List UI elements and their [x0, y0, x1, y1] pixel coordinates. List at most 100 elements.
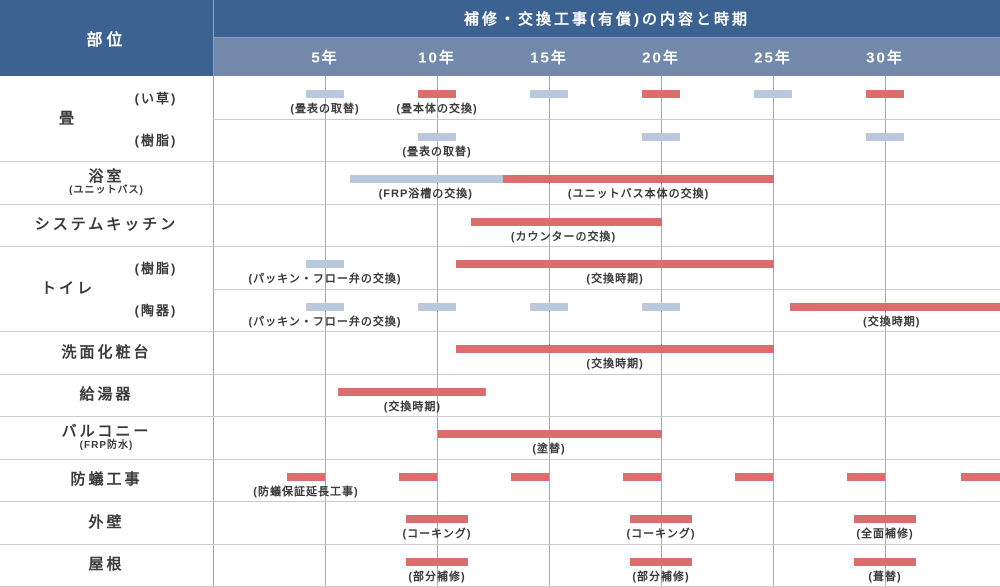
- bar-note: (交換時期): [863, 315, 921, 328]
- row-label-text: システムキッチン: [34, 216, 179, 234]
- row-divider: [0, 161, 1000, 162]
- bar-note: (コーキング): [626, 528, 696, 540]
- row-divider: [213, 118, 1000, 120]
- gantt-bar: [405, 557, 469, 566]
- gantt-bar: [734, 472, 773, 481]
- row-label: 浴室(ユニットバス): [0, 161, 213, 204]
- gantt-bar: [398, 472, 437, 481]
- part-column-header: 部位: [0, 0, 213, 76]
- gantt-bar: [305, 302, 345, 311]
- row-label: 屋根: [0, 544, 213, 587]
- row-sub-label-text: (樹脂): [134, 260, 178, 276]
- chart-title: 補修・交換工事(有償)の内容と時期: [464, 11, 750, 28]
- gantt-bar: [338, 387, 487, 396]
- gantt-bar: [417, 132, 457, 141]
- year-tick-label: 10年: [418, 49, 456, 67]
- gantt-bar: [470, 217, 663, 226]
- gantt-bar: [529, 302, 569, 311]
- row-group-label: トイレ: [18, 246, 118, 331]
- gantt-bar: [529, 90, 569, 98]
- row-label-subtitle: (FRP防水): [79, 439, 134, 451]
- bar-note: (交換時期): [383, 400, 442, 413]
- gantt-bar: [853, 557, 917, 566]
- bar-note: (カウンターの交換): [510, 230, 617, 243]
- row-divider: [213, 288, 1000, 290]
- row-divider: [0, 203, 1000, 205]
- year-tick-label: 25年: [754, 49, 792, 67]
- bar-note: (交換時期): [586, 273, 644, 285]
- bar-note: (ユニットバス本体の交換): [567, 188, 710, 200]
- gantt-bar: [622, 472, 661, 481]
- bar-note: (コーキング): [402, 528, 472, 540]
- gantt-bar: [753, 90, 793, 98]
- bar-note: (畳表の取替): [402, 145, 472, 158]
- gantt-bar: [961, 472, 1000, 481]
- gantt-bar: [641, 132, 681, 141]
- gantt-bar: [641, 302, 681, 311]
- row-label-subtitle: (ユニットバス): [69, 184, 144, 196]
- row-label-text: 給湯器: [79, 386, 134, 404]
- row-divider: [0, 416, 1000, 417]
- gantt-bar: [456, 260, 775, 268]
- row-group-label-text: トイレ: [40, 279, 95, 297]
- bar-note: (塗替): [532, 443, 566, 455]
- row-divider: [0, 246, 1000, 247]
- bar-note: (葺替): [868, 570, 902, 583]
- row-divider: [0, 331, 1000, 332]
- gantt-bar: [846, 472, 885, 481]
- bar-note: (パッキン・フロー弁の交換): [248, 273, 402, 285]
- row-sub-label: (い草): [106, 76, 206, 119]
- bar-note: (防蟻保証延長工事): [253, 485, 359, 498]
- bar-note: (部分補修): [408, 570, 466, 583]
- row-label: 防蟻工事: [0, 459, 213, 502]
- year-tick-label: 5年: [311, 49, 339, 67]
- bar-note: (交換時期): [586, 358, 644, 370]
- row-group-label-text: 畳: [58, 109, 77, 127]
- gantt-bar: [510, 472, 549, 481]
- row-label-text: 外壁: [88, 513, 125, 531]
- bar-note: (部分補修): [632, 570, 690, 583]
- part-column-divider: [213, 0, 214, 586]
- row-label: バルコニー(FRP防水): [0, 416, 213, 459]
- row-label: システムキッチン: [0, 204, 213, 247]
- row-sub-label: (樹脂): [106, 246, 206, 289]
- row-divider: [0, 501, 1000, 502]
- gantt-bar: [456, 345, 775, 353]
- bar-note: (全面補修): [856, 528, 914, 540]
- row-sub-label-text: (樹脂): [134, 133, 178, 149]
- row-label: 洗面化粧台: [0, 331, 213, 374]
- row-divider: [0, 373, 1000, 375]
- gantt-bar: [417, 90, 457, 98]
- gantt-bar: [438, 430, 663, 438]
- row-sub-label-text: (陶器): [134, 303, 178, 319]
- gantt-bar: [286, 472, 325, 481]
- gantt-bar: [865, 132, 905, 141]
- bar-note: (パッキン・フロー弁の交換): [248, 315, 402, 328]
- gantt-bar: [405, 515, 469, 523]
- gantt-bar: [641, 90, 681, 98]
- row-label-text: 防蟻工事: [70, 471, 143, 489]
- row-label: 給湯器: [0, 374, 213, 417]
- row-sub-label-text: (い草): [134, 90, 178, 106]
- row-divider: [0, 458, 1000, 460]
- gantt-bar: [305, 90, 345, 98]
- year-tick-label: 15年: [530, 49, 568, 67]
- row-label-text: バルコニー: [61, 422, 152, 440]
- row-label-text: 洗面化粧台: [61, 343, 152, 361]
- row-sub-label: (陶器): [106, 289, 206, 332]
- row-divider: [0, 543, 1000, 545]
- row-label-text: 浴室: [88, 167, 125, 185]
- row-sub-label: (樹脂): [106, 119, 206, 162]
- gantt-bar: [853, 515, 917, 523]
- gantt-bar: [629, 557, 693, 566]
- gantt-bar: [789, 302, 1000, 311]
- row-group-label: 畳: [18, 76, 118, 161]
- gantt-bar: [503, 175, 775, 183]
- gantt-bar: [349, 175, 504, 183]
- bar-note: (畳表の取替): [290, 103, 360, 115]
- gantt-bar: [305, 260, 345, 268]
- year-tick-label: 20年: [642, 49, 680, 67]
- chart-title-band: 補修・交換工事(有償)の内容と時期: [214, 0, 1000, 38]
